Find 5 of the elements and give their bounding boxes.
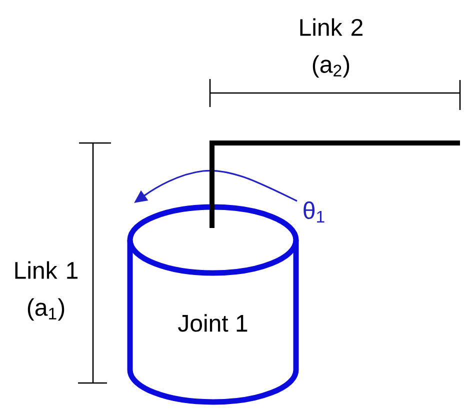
dimension-label: Link 1 (a$_{1}$) [15, 261, 78, 321]
node-label: Joint 1 [178, 314, 248, 332]
cylinder: Joint 1 [127, 204, 299, 405]
angle-label: θ$_{1}$ [304, 201, 324, 223]
dimension-label: Link 2 (a$_{2}$) [300, 18, 362, 78]
